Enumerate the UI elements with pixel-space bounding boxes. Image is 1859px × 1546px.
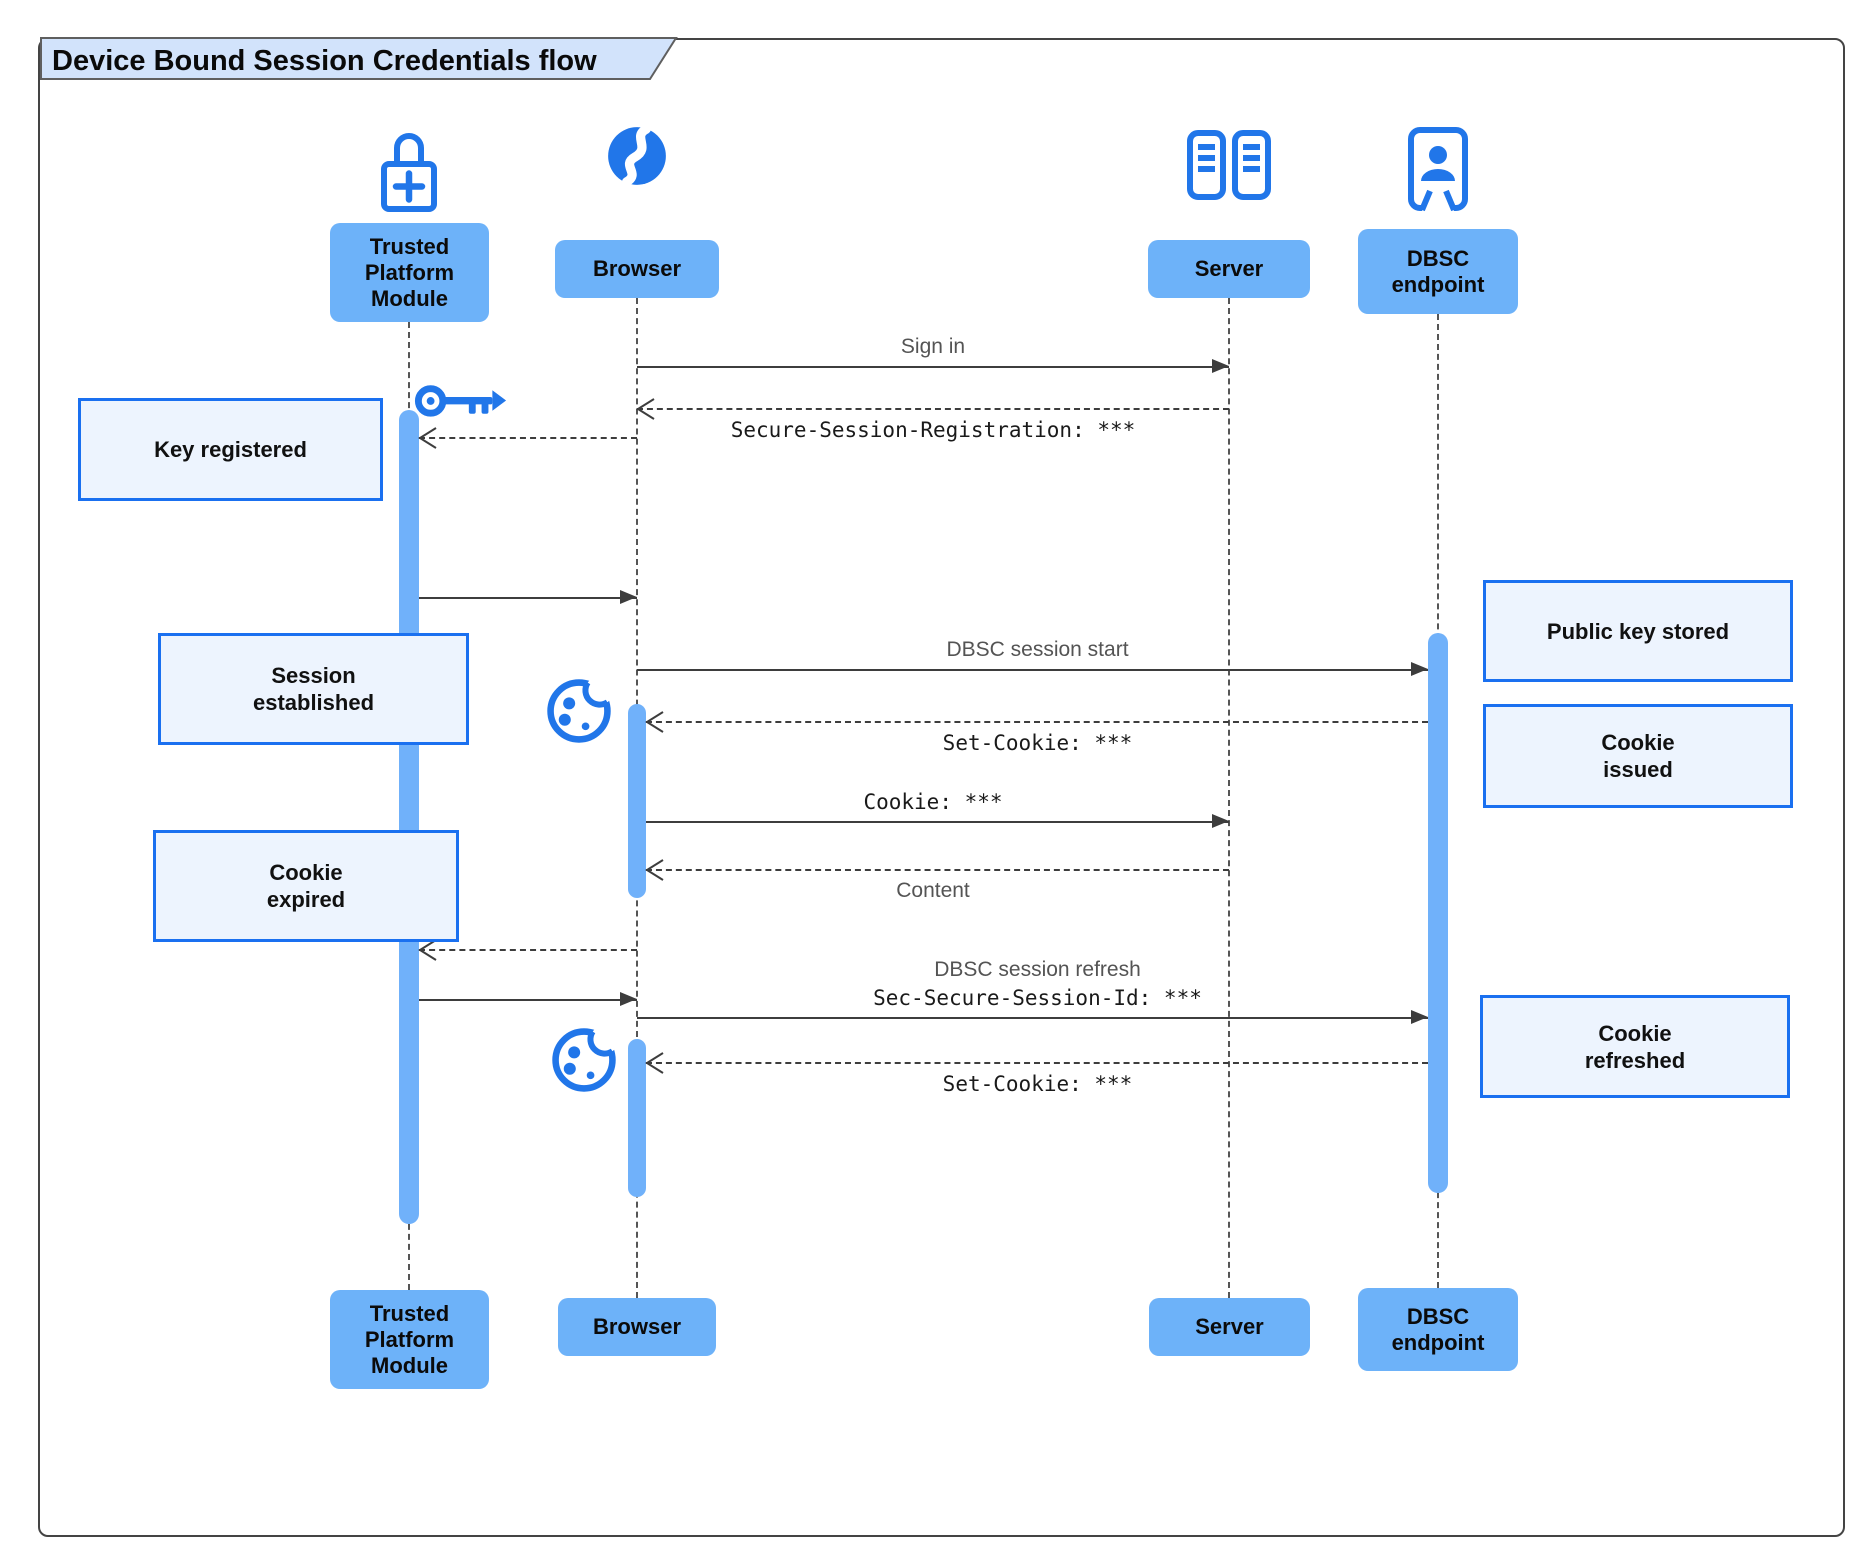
message-register-key-line <box>419 437 637 439</box>
title-tab-shape <box>40 37 678 80</box>
diagram-title-tab: Device Bound Session Credentials flow <box>40 37 678 80</box>
message-session-registration-line <box>637 408 1229 410</box>
message-dbsc-session-refresh-label-0: DBSC session refresh <box>934 958 1141 981</box>
open-arrowhead-icon <box>643 1050 667 1076</box>
note-cookie-expired-text: Cookie <box>269 860 343 885</box>
open-arrowhead-icon <box>416 937 440 963</box>
actor-top-tpm-label: Platform <box>364 259 455 285</box>
actor-bottom-dbsc-label: endpoint <box>1391 1329 1485 1355</box>
actor-bottom-tpm-label: Trusted <box>369 1300 450 1326</box>
message-set-cookie-1-label-0: Set-Cookie: *** <box>942 731 1133 755</box>
actor-bottom-server: Server <box>1149 1298 1310 1356</box>
lock-plus-icon <box>377 127 441 215</box>
actor-bottom-browser-label: Browser <box>592 1314 682 1339</box>
actor-top-tpm-label: Module <box>371 285 448 311</box>
activation-bar-dbsc-3 <box>1428 633 1448 1193</box>
note-session-established-text: established <box>252 690 375 715</box>
message-cookie-line <box>646 821 1229 823</box>
actor-bottom-tpm-label: Platform <box>364 1326 455 1352</box>
page-title: Device Bound Session Credentials flow <box>52 45 597 77</box>
message-sign-in-line <box>637 366 1229 368</box>
arrowhead-icon <box>1212 359 1229 373</box>
actor-bottom-dbsc-label: DBSC <box>1406 1303 1470 1329</box>
actor-top-browser-label: Browser <box>592 256 682 281</box>
cookie-icon <box>548 1025 620 1095</box>
note-key-registered-text: Key registered <box>154 437 307 462</box>
note-cookie-refreshed-text: refreshed <box>1584 1047 1686 1073</box>
message-dbsc-session-start-line <box>637 669 1428 671</box>
actor-top-server: Server <box>1148 240 1310 298</box>
message-new-signature-line <box>419 999 637 1001</box>
note-key-registered: Key registered <box>78 398 383 501</box>
actor-top-browser: Browser <box>555 240 719 298</box>
note-cookie-refreshed-text: Cookie <box>1598 1020 1672 1046</box>
note-cookie-issued-text: Cookie <box>1601 730 1675 755</box>
actor-bottom-browser: Browser <box>558 1298 716 1356</box>
note-public-key-stored-text: Public key stored <box>1546 618 1730 644</box>
server-racks-icon <box>1185 129 1273 201</box>
open-arrowhead-icon <box>643 857 667 883</box>
note-public-key-stored: Public key stored <box>1483 580 1793 682</box>
message-cookie-expired-signal-line <box>419 949 637 951</box>
lifeline-server <box>1228 298 1230 1298</box>
cookie-icon <box>542 676 616 746</box>
message-dbsc-session-refresh-label-1: Sec-Secure-Session-Id: *** <box>873 986 1202 1010</box>
message-set-cookie-2-label-0: Set-Cookie: *** <box>942 1072 1133 1096</box>
actor-top-tpm-label: Trusted <box>369 233 450 259</box>
open-arrowhead-icon <box>634 396 658 422</box>
globe-icon <box>604 123 670 189</box>
arrowhead-icon <box>1212 814 1229 828</box>
actor-bottom-server-label: Server <box>1195 1314 1264 1339</box>
note-cookie-issued-text: issued <box>1603 757 1673 782</box>
message-key-ready-line <box>419 597 637 599</box>
open-arrowhead-icon <box>643 709 667 735</box>
message-set-cookie-2-line <box>646 1062 1428 1064</box>
message-dbsc-session-refresh-line <box>637 1017 1428 1019</box>
activation-bar-tpm-0 <box>399 410 419 1224</box>
message-sign-in-label-0: Sign in <box>900 335 966 358</box>
arrowhead-icon <box>1411 1010 1428 1024</box>
activation-bar-browser-2 <box>628 1039 646 1197</box>
message-content-line <box>646 869 1229 871</box>
open-arrowhead-icon <box>416 425 440 451</box>
actor-top-dbsc-label: DBSC <box>1406 245 1470 271</box>
message-dbsc-session-start-label-0: DBSC session start <box>946 638 1129 661</box>
actor-bottom-tpm-label: Module <box>371 1352 448 1378</box>
note-session-established-text: Session <box>271 663 356 688</box>
note-cookie-expired-text: expired <box>266 887 346 912</box>
activation-bar-browser-1 <box>628 704 646 898</box>
message-session-registration-label-0: Secure-Session-Registration: *** <box>730 418 1136 442</box>
arrowhead-icon <box>620 992 637 1006</box>
message-content-label-0: Content <box>896 879 970 902</box>
key-icon <box>412 376 510 424</box>
id-card-person-icon <box>1406 125 1470 213</box>
message-cookie-label-0: Cookie: *** <box>863 790 1003 814</box>
message-set-cookie-1-line <box>646 721 1428 723</box>
actor-top-dbsc-label: endpoint <box>1391 271 1485 297</box>
arrowhead-icon <box>620 590 637 604</box>
actor-top-server-label: Server <box>1194 256 1264 281</box>
arrowhead-icon <box>1411 662 1428 676</box>
